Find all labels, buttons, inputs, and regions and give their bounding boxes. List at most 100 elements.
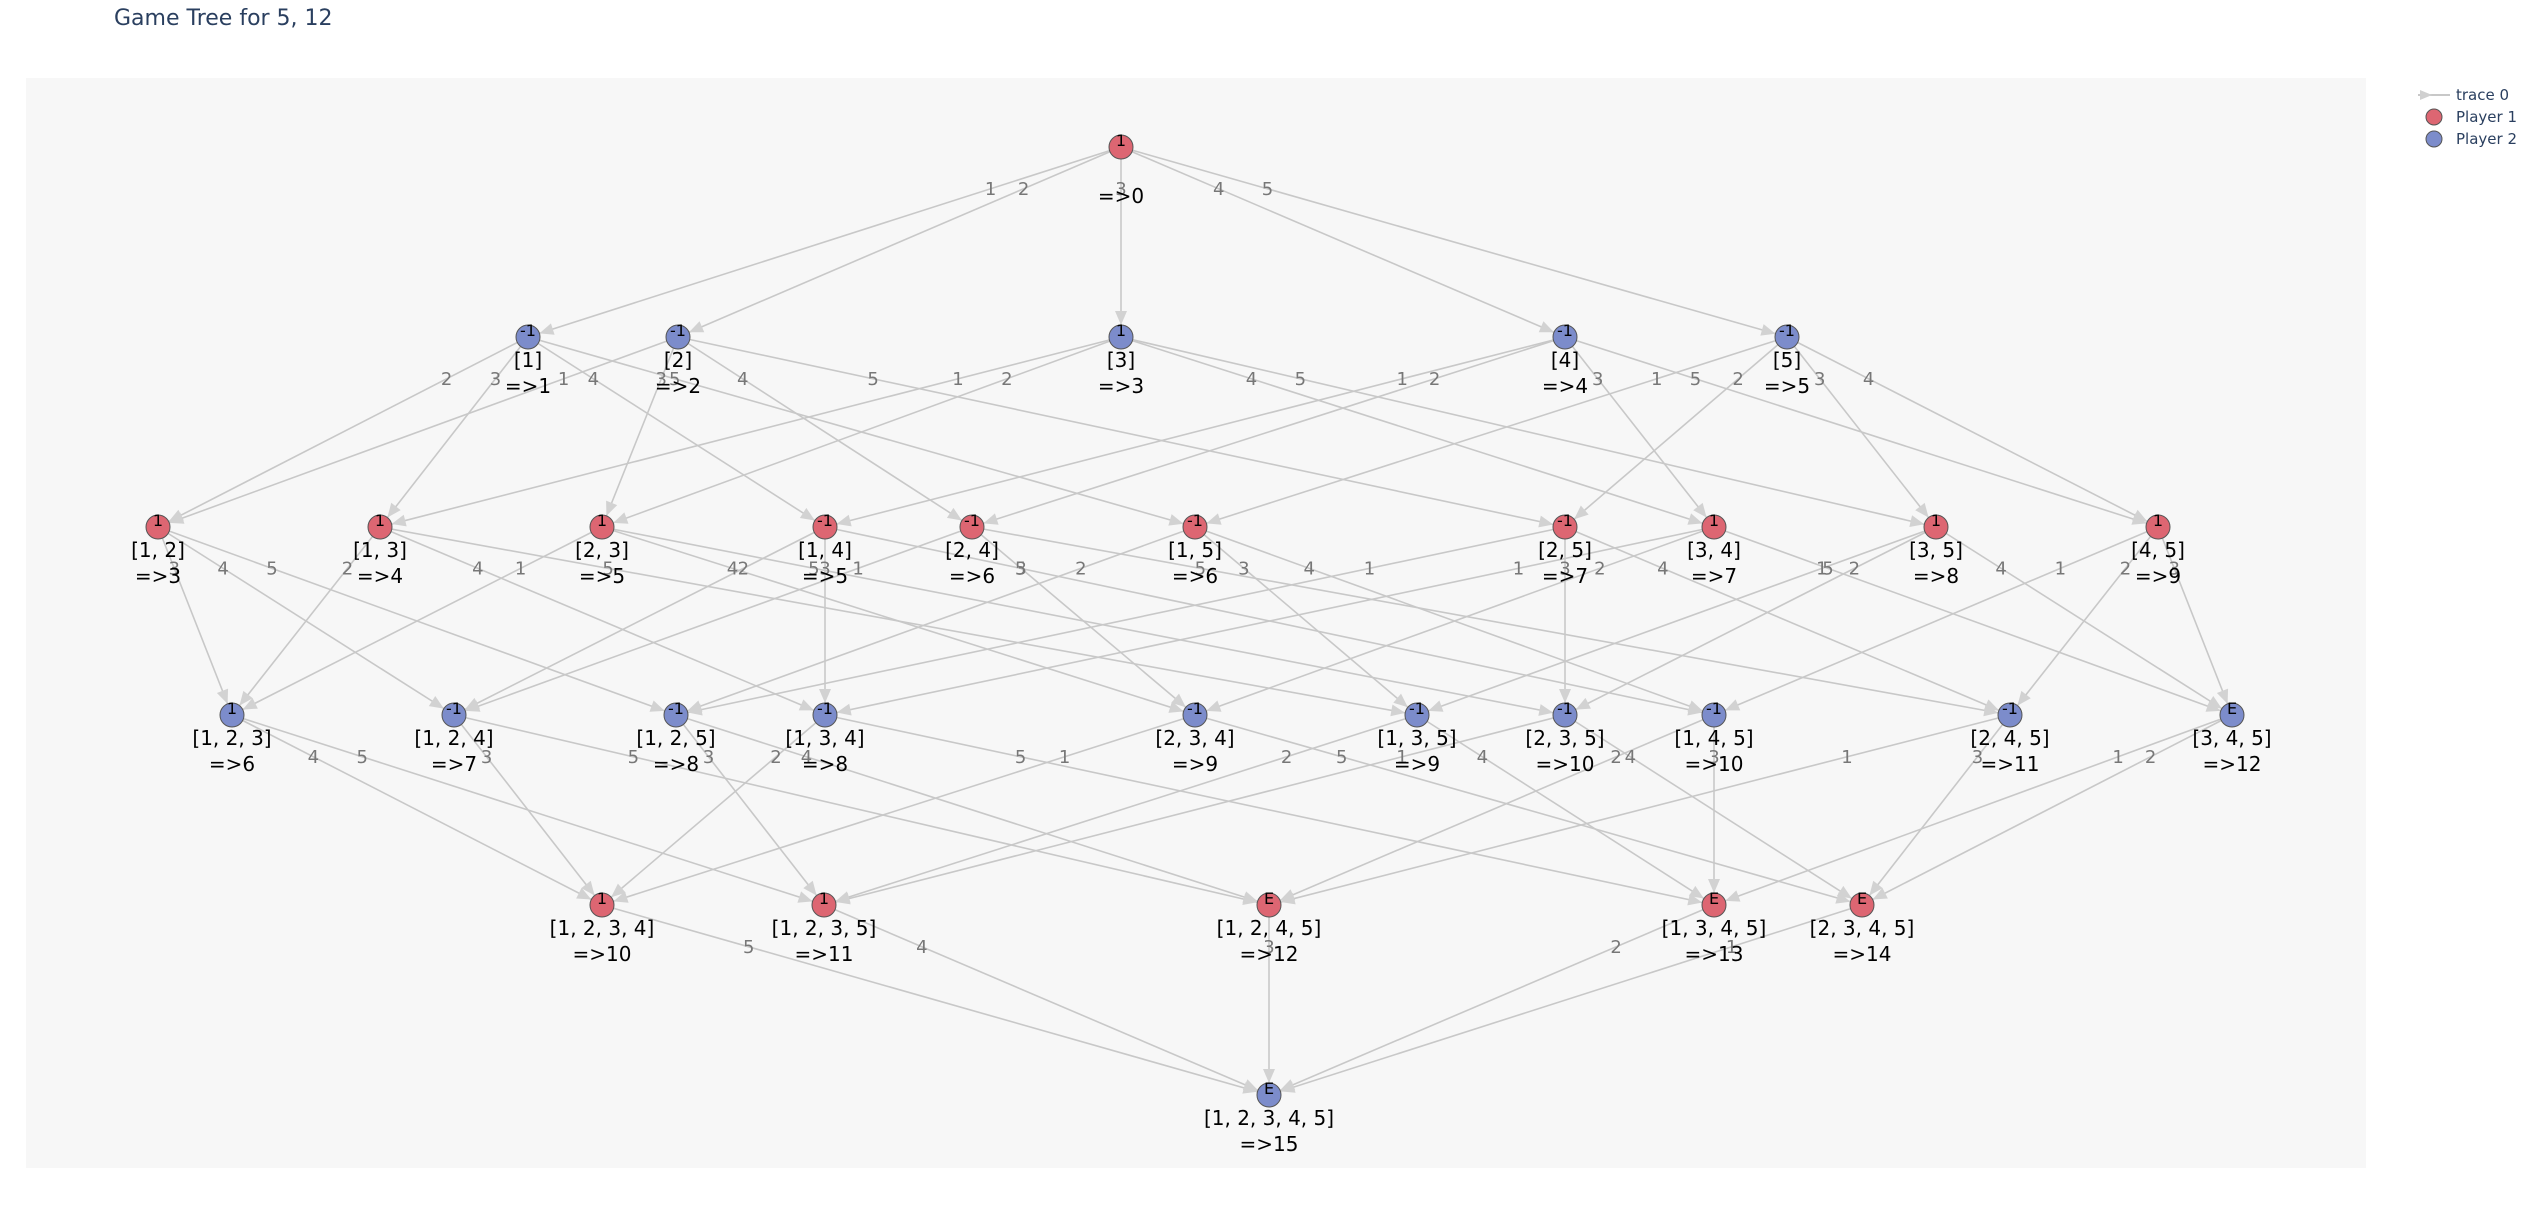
node-marker — [2219, 702, 2245, 728]
node-s14[interactable]: -1[1, 4]=>5 — [798, 511, 852, 588]
node-value: 1 — [819, 889, 829, 908]
edge-line — [1416, 714, 1715, 906]
node-s235[interactable]: -1[2, 3, 5]=>10 — [1525, 699, 1604, 776]
edge-s345-s2345 — [1861, 714, 2233, 906]
arrow-head — [836, 514, 852, 527]
node-set: [1, 3, 4] — [785, 726, 864, 750]
arrow-head — [613, 512, 629, 524]
edge-label: 5 — [867, 369, 878, 390]
edge-label: 5 — [1262, 179, 1273, 200]
arrow-head — [1909, 515, 1925, 527]
node-s24[interactable]: -1[2, 4]=>6 — [945, 511, 999, 588]
node-s3[interactable]: 1[3]=>3 — [1098, 321, 1144, 398]
node-marker — [515, 324, 541, 350]
arrow-head — [1915, 502, 1929, 518]
node-s1245[interactable]: E[1, 2, 4, 5]=>12 — [1217, 889, 1322, 966]
edge-label: 2 — [1594, 558, 1605, 579]
arrow-head — [1206, 700, 1222, 712]
node-s135[interactable]: -1[1, 3, 5]=>9 — [1377, 699, 1456, 776]
edge-line — [1713, 526, 2159, 716]
edge-label: 1 — [1651, 369, 1662, 390]
node-s4[interactable]: -1[4]=>4 — [1542, 321, 1588, 398]
node-s35[interactable]: 1[3, 5]=>8 — [1909, 511, 1963, 588]
edge-s3-s23 — [601, 336, 1122, 528]
edge-s34-s234 — [1194, 526, 1715, 716]
node-s245[interactable]: -1[2, 4, 5]=>11 — [1970, 699, 2049, 776]
arrow-head — [1836, 885, 1852, 899]
node-s34[interactable]: 1[3, 4]=>7 — [1687, 511, 1741, 588]
edge-line — [1564, 526, 2011, 716]
red-circle-icon — [2425, 108, 2443, 126]
arrow-head — [946, 507, 962, 521]
node-s123[interactable]: 1[1, 2, 3]=>6 — [192, 699, 271, 776]
node-s234[interactable]: -1[2, 3, 4]=>9 — [1155, 699, 1234, 776]
node-set: [1] — [514, 348, 542, 372]
edge-line — [453, 526, 826, 716]
node-value: -1 — [1557, 321, 1573, 340]
node-s1235[interactable]: 1[1, 2, 3, 5]=>11 — [772, 889, 877, 966]
edge-label: 4 — [1477, 747, 1488, 768]
edge-line — [157, 336, 679, 528]
node-s1345[interactable]: E[1, 3, 4, 5]=>13 — [1662, 889, 1767, 966]
node-sum: =>4 — [1542, 374, 1588, 398]
node-s124[interactable]: -1[1, 2, 4]=>7 — [414, 699, 493, 776]
node-sum: =>14 — [1833, 942, 1892, 966]
edge-label: 1 — [1396, 747, 1407, 768]
node-s45[interactable]: 1[4, 5]=>9 — [2131, 511, 2185, 588]
node-marker — [367, 514, 393, 540]
edge-s4-s34 — [1564, 336, 1715, 528]
legend-item-player2[interactable]: Player 2 — [2414, 128, 2517, 150]
edge-s2-s12 — [157, 336, 679, 528]
node-s12345[interactable]: E[1, 2, 3, 4, 5]=>15 — [1204, 1079, 1334, 1156]
node-set: [4, 5] — [2131, 538, 2185, 562]
node-s2[interactable]: -1[2]=>2 — [655, 321, 701, 398]
edge-s5-s35 — [1786, 336, 1937, 528]
node-value: E — [2227, 699, 2237, 718]
node-s145[interactable]: -1[1, 4, 5]=>10 — [1674, 699, 1753, 776]
node-set: [1, 2, 5] — [636, 726, 715, 750]
node-s1[interactable]: -1[1]=>1 — [505, 321, 551, 398]
arrow-head — [799, 507, 815, 521]
node-set: [3, 4] — [1687, 538, 1741, 562]
edge-label: 1 — [1726, 937, 1737, 958]
node-s15[interactable]: -1[1, 5]=>6 — [1168, 511, 1222, 588]
edge-line — [231, 526, 603, 716]
arrow-head — [1428, 700, 1444, 712]
legend-item-trace0[interactable]: trace 0 — [2414, 84, 2517, 106]
node-s2345[interactable]: E[2, 3, 4, 5]=>14 — [1810, 889, 1915, 966]
edge-line — [601, 714, 826, 906]
edge-label: 1 — [558, 369, 569, 390]
node-s1234[interactable]: 1[1, 2, 3, 4]=>10 — [550, 889, 655, 966]
legend-item-player1[interactable]: Player 1 — [2414, 106, 2517, 128]
arrow-head — [1280, 1081, 1296, 1093]
edge-s5-s15 — [1194, 336, 1788, 528]
edge-s234-s1234 — [601, 714, 1196, 906]
node-s25[interactable]: -1[2, 5]=>7 — [1538, 511, 1592, 588]
edge-s134-s1234 — [601, 714, 826, 906]
edges-layer — [157, 146, 2233, 1096]
edge-label: 2 — [1429, 369, 1440, 390]
edge-label: 3 — [1814, 369, 1825, 390]
edge-label: 1 — [1396, 369, 1407, 390]
edge-line — [1120, 146, 1788, 338]
node-sum: =>4 — [357, 564, 403, 588]
node-root[interactable]: 1=>0 — [1098, 131, 1144, 208]
edge-s235-s1235 — [823, 714, 1566, 906]
node-s12[interactable]: 1[1, 2]=>3 — [131, 511, 185, 588]
node-s345[interactable]: E[3, 4, 5]=>12 — [2192, 699, 2271, 776]
edge-line — [157, 336, 529, 528]
node-set: [1, 3, 5] — [1377, 726, 1456, 750]
edge-line — [1564, 336, 1715, 528]
node-value: E — [1264, 889, 1274, 908]
node-s134[interactable]: -1[1, 3, 4]=>8 — [785, 699, 864, 776]
edge-s135-s1235 — [823, 714, 1418, 906]
arrow-head — [798, 699, 814, 711]
node-s125[interactable]: -1[1, 2, 5]=>8 — [636, 699, 715, 776]
node-marker — [1404, 702, 1430, 728]
node-value: -1 — [446, 699, 462, 718]
edge-s23-s123 — [231, 526, 603, 716]
node-s5[interactable]: -1[5]=>5 — [1764, 321, 1810, 398]
node-s13[interactable]: 1[1, 3]=>4 — [353, 511, 407, 588]
node-s23[interactable]: 1[2, 3]=>5 — [575, 511, 629, 588]
arrow-head — [1538, 515, 1554, 528]
